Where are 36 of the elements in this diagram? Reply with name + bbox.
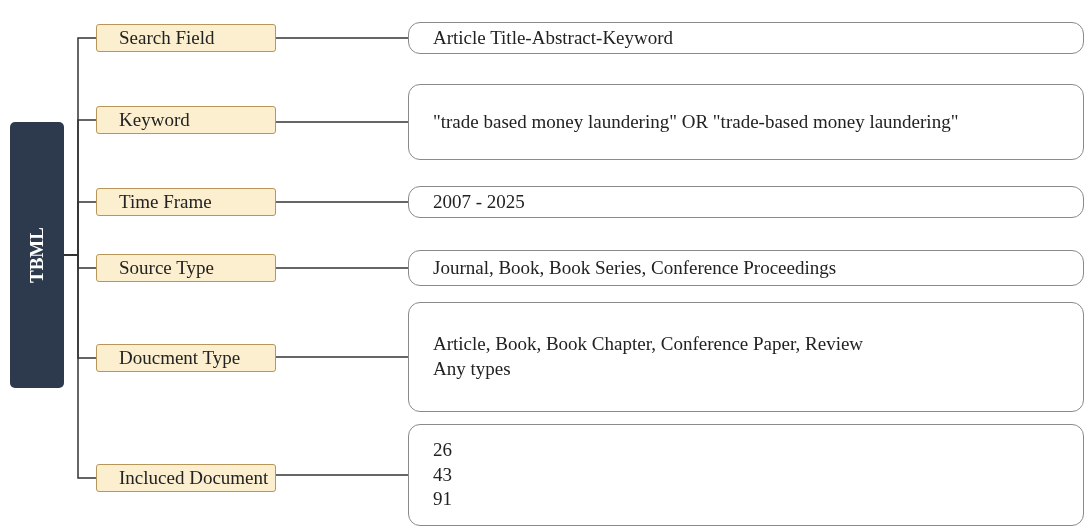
category-label: Search Field: [119, 27, 215, 49]
value-box: [408, 302, 1084, 412]
value-text: Article, Book, Book Chapter, Conference Paper, Review: [433, 332, 865, 357]
value-text: Article Title-Abstract-Keyword: [433, 25, 675, 50]
value-box: [408, 22, 1084, 54]
category-box: [96, 464, 276, 492]
connector-line: [275, 201, 409, 203]
category-label: Time Frame: [119, 191, 212, 213]
category-box: [96, 188, 276, 216]
value-text: "trade based money laundering" OR "trade-based money laundering": [433, 109, 960, 134]
connector-line: [275, 121, 409, 123]
category-box: [96, 24, 276, 52]
value-box: [408, 186, 1084, 218]
value-box: [408, 250, 1084, 286]
category-box: [96, 106, 276, 134]
category-box: [96, 254, 276, 282]
category-box: [96, 344, 276, 372]
category-label: Incluced Document: [119, 467, 269, 489]
connector-line: [275, 267, 409, 269]
value-text: Journal, Book, Book Series, Conference Proceedings: [433, 255, 838, 280]
connector-line: [63, 254, 97, 479]
value-text: 2007 - 2025: [433, 189, 526, 214]
category-label: Doucment Type: [119, 347, 241, 369]
root-box: [10, 122, 64, 388]
value-box: [408, 84, 1084, 160]
connector-line: [275, 474, 409, 476]
category-label: Source Type: [119, 257, 214, 279]
connector-line: [275, 37, 409, 39]
value-text: 43: [433, 462, 453, 487]
root-label: TBML: [26, 227, 48, 283]
value-text: Any types: [433, 357, 512, 381]
value-text: 91: [433, 487, 453, 512]
category-label: Keyword: [119, 109, 190, 131]
connector-line: [275, 356, 409, 358]
value-box: [408, 424, 1084, 526]
value-text: 26: [433, 437, 453, 462]
